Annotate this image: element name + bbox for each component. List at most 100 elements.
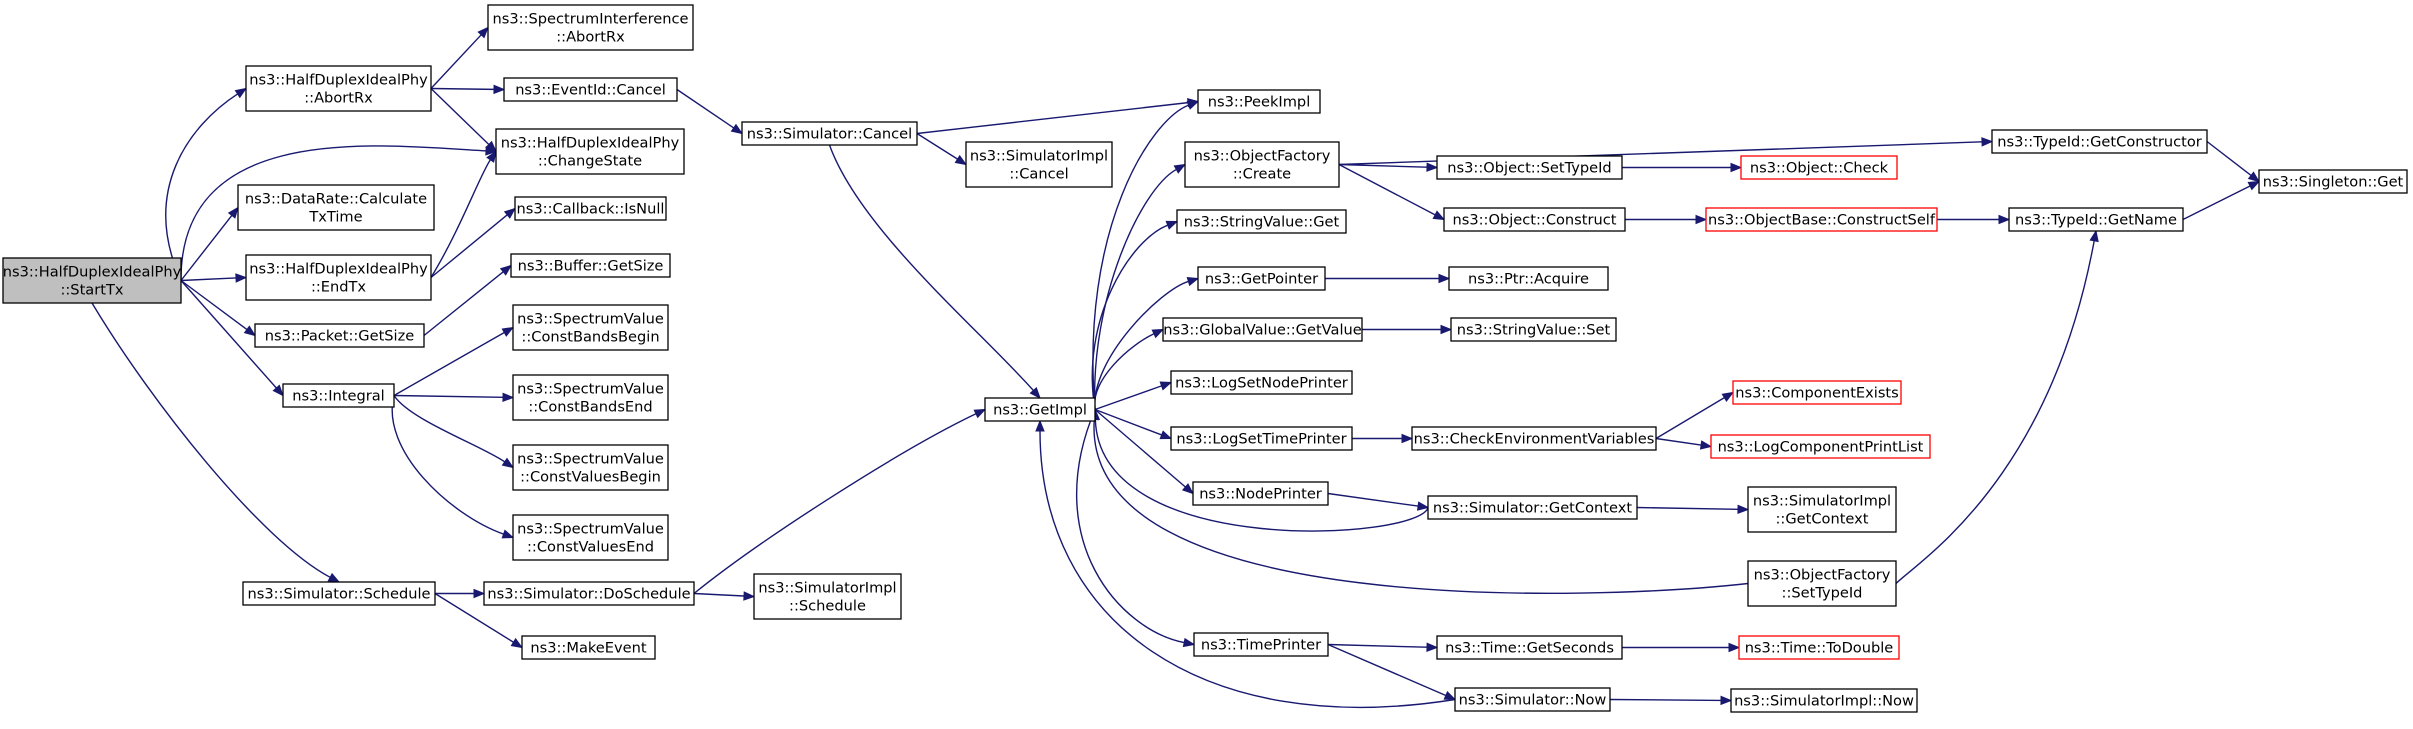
edge-line <box>434 592 514 643</box>
edge-line <box>180 145 487 281</box>
node-startTx[interactable]: ns3::HalfDuplexIdealPhy::StartTx <box>2 257 182 304</box>
node-getSeconds[interactable]: ns3::Time::GetSeconds <box>1436 635 1623 660</box>
node-implNow[interactable]: ns3::SimulatorImpl::Now <box>1730 688 1918 713</box>
node-getImpl[interactable]: ns3::GetImpl <box>984 397 1096 422</box>
edge-ofCreate-to-construct <box>1338 163 1446 221</box>
node-logCompList[interactable]: ns3::LogComponentPrintList <box>1710 434 1931 459</box>
arrowhead <box>1426 162 1439 172</box>
node-lstp[interactable]: ns3::LogSetTimePrinter <box>1170 426 1353 451</box>
node-label-line: ns3::SpectrumValue <box>517 311 664 328</box>
node-ofCreate[interactable]: ns3::ObjectFactory::Create <box>1184 141 1340 188</box>
node-label-line: ns3::GetImpl <box>993 402 1087 419</box>
arrowhead <box>1186 100 1200 110</box>
node-label-line: ns3::Time::GetSeconds <box>1445 640 1614 657</box>
edge-line <box>430 87 495 91</box>
node-box <box>245 65 432 112</box>
node-box <box>965 141 1113 188</box>
node-label-line: ns3::Object::Check <box>1750 160 1889 177</box>
node-changeState[interactable]: ns3::HalfDuplexIdealPhy::ChangeState <box>495 128 685 175</box>
arrowhead <box>1159 381 1173 391</box>
node-doSchedule[interactable]: ns3::Simulator::DoSchedule <box>483 581 695 606</box>
node-setTypeId[interactable]: ns3::Object::SetTypeId <box>1436 155 1623 180</box>
node-label-line: ns3::TypeId::GetConstructor <box>1997 134 2202 151</box>
arrowhead <box>1426 642 1439 652</box>
node-construct[interactable]: ns3::Object::Construct <box>1443 207 1626 232</box>
node-gvGet[interactable]: ns3::GlobalValue::GetValue <box>1162 317 1363 342</box>
edge-line <box>393 331 505 397</box>
node-timePrinter[interactable]: ns3::TimePrinter <box>1193 632 1329 657</box>
node-obConstruct[interactable]: ns3::ObjectBase::ConstructSelf <box>1705 207 1938 232</box>
node-objCheck[interactable]: ns3::Object::Check <box>1740 155 1898 180</box>
node-implSchedule[interactable]: ns3::SimulatorImpl::Schedule <box>753 573 902 620</box>
node-endTx[interactable]: ns3::HalfDuplexIdealPhy::EndTx <box>245 254 432 301</box>
edge-checkEnv-to-logCompList <box>1655 437 1713 450</box>
node-strGet[interactable]: ns3::StringValue::Get <box>1176 209 1347 234</box>
arrowhead <box>1432 210 1446 221</box>
edge-line <box>180 277 237 282</box>
node-box <box>245 254 432 301</box>
node-nodePrinter[interactable]: ns3::NodePrinter <box>1192 481 1329 506</box>
edge-line <box>2182 185 2251 221</box>
edge-line <box>91 302 331 578</box>
node-simCancel[interactable]: ns3::Simulator::Cancel <box>741 121 918 146</box>
edge-line <box>828 144 1034 391</box>
node-implCancel[interactable]: ns3::SimulatorImpl::Cancel <box>965 141 1113 188</box>
edge-ofCreate-to-setTypeId <box>1338 162 1439 172</box>
node-getContext[interactable]: ns3::Simulator::GetContext <box>1427 495 1638 520</box>
node-specAbort[interactable]: ns3::SpectrumInterference::AbortRx <box>487 4 694 51</box>
arrowhead <box>1695 214 1708 225</box>
node-schedule[interactable]: ns3::Simulator::Schedule <box>242 581 436 606</box>
node-box <box>512 374 669 421</box>
edge-line <box>180 214 233 281</box>
node-label-line: ns3::ComponentExists <box>1735 385 1899 402</box>
node-packetSize[interactable]: ns3::Packet::GetSize <box>254 323 425 348</box>
node-box <box>1747 486 1897 533</box>
node-lsnp[interactable]: ns3::LogSetNodePrinter <box>1170 370 1353 395</box>
node-eventCancel[interactable]: ns3::EventId::Cancel <box>503 77 678 102</box>
node-ofSetTypeId[interactable]: ns3::ObjectFactory::SetTypeId <box>1747 560 1897 607</box>
node-label-line: ns3::StringValue::Set <box>1457 322 1611 339</box>
node-cvb[interactable]: ns3::SpectrumValue::ConstValuesBegin <box>512 444 669 491</box>
arrowhead <box>502 392 515 403</box>
node-makeEvent[interactable]: ns3::MakeEvent <box>521 635 656 660</box>
arrowhead <box>1438 273 1451 284</box>
node-implGetCtx[interactable]: ns3::SimulatorImpl::GetContext <box>1747 486 1897 533</box>
edge-line <box>393 395 506 463</box>
edge-simCancel-to-peekImpl <box>916 97 1200 135</box>
edge-line <box>1094 408 1186 488</box>
edge-line <box>1093 168 1177 410</box>
node-box <box>1730 688 1918 713</box>
node-compExists[interactable]: ns3::ComponentExists <box>1732 380 1902 405</box>
node-getConstructor[interactable]: ns3::TypeId::GetConstructor <box>1991 129 2208 154</box>
node-peekImpl[interactable]: ns3::PeekImpl <box>1197 89 1321 114</box>
node-box <box>487 4 694 51</box>
node-checkEnv[interactable]: ns3::CheckEnvironmentVariables <box>1411 426 1657 451</box>
node-bufSize[interactable]: ns3::Buffer::GetSize <box>510 253 671 278</box>
arrowhead <box>743 591 756 601</box>
node-cbb[interactable]: ns3::SpectrumValue::ConstBandsBegin <box>512 304 669 351</box>
node-label-line: ns3::ObjectBase::ConstructSelf <box>1708 212 1936 229</box>
node-simNow[interactable]: ns3::Simulator::Now <box>1454 687 1611 712</box>
node-abortRxPhy[interactable]: ns3::HalfDuplexIdealPhy::AbortRx <box>245 65 432 112</box>
node-integral[interactable]: ns3::Integral <box>282 383 395 408</box>
node-label-line: ::SetTypeId <box>1782 585 1863 602</box>
edge-line <box>391 395 504 535</box>
node-box <box>1176 209 1347 234</box>
node-singletonGet[interactable]: ns3::Singleton::Get <box>2258 169 2408 194</box>
node-getPointer[interactable]: ns3::GetPointer <box>1197 266 1326 291</box>
node-cbe[interactable]: ns3::SpectrumValue::ConstBandsEnd <box>512 374 669 421</box>
edge-line <box>430 87 490 146</box>
node-ptrAcquire[interactable]: ns3::Ptr::Acquire <box>1448 266 1609 291</box>
edge-integral-to-cve <box>391 395 515 539</box>
node-box <box>1705 207 1938 232</box>
arrowhead <box>1730 162 1743 173</box>
node-cve[interactable]: ns3::SpectrumValue::ConstValuesEnd <box>512 514 669 561</box>
node-toDouble[interactable]: ns3::Time::ToDouble <box>1738 635 1900 660</box>
node-box <box>1448 266 1609 291</box>
node-label-line: ns3::Buffer::GetSize <box>518 258 664 275</box>
node-box <box>254 323 425 348</box>
node-isNull[interactable]: ns3::Callback::IsNull <box>514 196 667 221</box>
node-getName[interactable]: ns3::TypeId::GetName <box>2008 207 2184 232</box>
node-strSet[interactable]: ns3::StringValue::Set <box>1450 317 1617 342</box>
